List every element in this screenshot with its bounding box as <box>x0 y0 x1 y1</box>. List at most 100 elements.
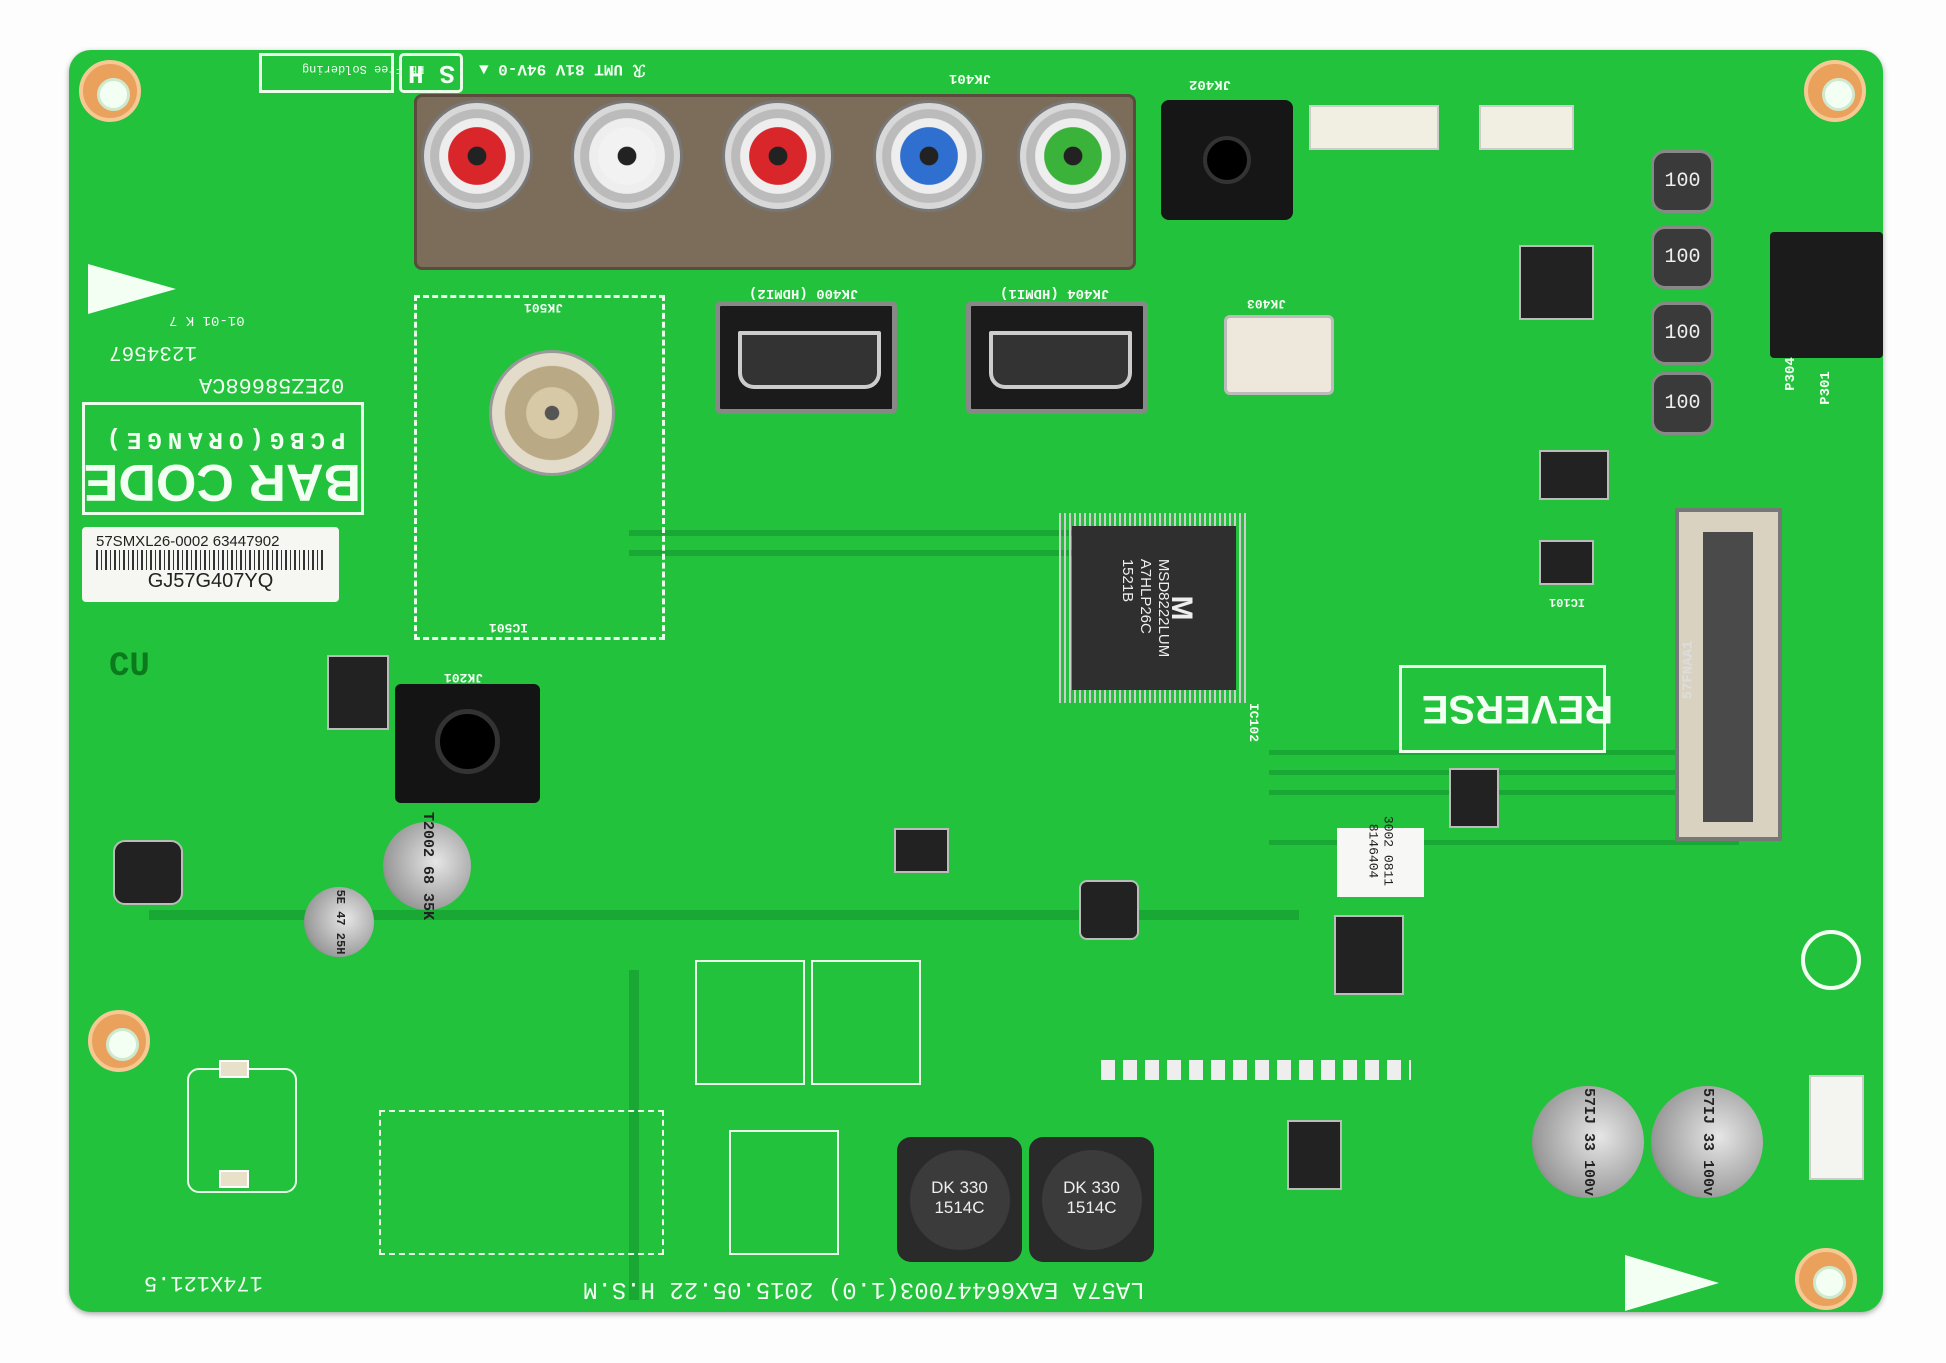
electrolytic-capacitor: T2002 68 35K <box>383 812 471 920</box>
diode <box>327 655 389 730</box>
hdmi-port-1[interactable] <box>966 301 1148 414</box>
usb-port[interactable] <box>1224 315 1334 395</box>
f-connector[interactable] <box>489 350 615 476</box>
headphone-jack[interactable] <box>1161 100 1293 220</box>
board-dimensions: 174X121.5 <box>144 1270 263 1295</box>
hdmi-port-2[interactable] <box>715 301 897 414</box>
inductor: 100 <box>1651 150 1714 213</box>
inductor <box>1079 880 1139 940</box>
ic-chip <box>1334 915 1404 995</box>
serial-sticker: 3002 0811 8146404 <box>1337 816 1424 897</box>
inductor: 100 <box>1651 226 1714 289</box>
bar-code-title: BAR CODE <box>83 453 361 511</box>
solder-pad <box>219 1060 249 1078</box>
bar-code-box: BAR CODE PCBG(ORANGE) <box>82 402 364 515</box>
ic501-label: IC501 <box>489 620 529 635</box>
rca-jack-red[interactable] <box>722 100 834 212</box>
sticker-line: 8146404 <box>1365 823 1381 879</box>
inductor <box>113 840 183 905</box>
board-id: LA57A EAX66447003(1.0) 2015.05.22 H.S.M <box>583 1275 1145 1302</box>
power-jack[interactable] <box>395 684 540 803</box>
barcode-bars <box>96 550 325 570</box>
hdmi2-label: JK400 (HDMI2) <box>749 285 859 301</box>
electrolytic-capacitor: 57IJ 33 100v <box>1651 1086 1763 1198</box>
trace <box>629 530 1129 536</box>
chip-line: A7HLP26C <box>1137 558 1154 634</box>
electrolytic-capacitor: 57IJ 33 100v <box>1532 1086 1644 1198</box>
mounting-hole <box>79 60 141 122</box>
tuner-area <box>414 295 665 640</box>
jk403-label: JK403 <box>1247 296 1287 311</box>
mstar-logo: M <box>1165 595 1198 621</box>
chip-line: 1521B <box>1119 558 1136 603</box>
ic102-label: IC102 <box>1246 702 1262 743</box>
mounting-hole <box>1795 1248 1857 1310</box>
mosfet <box>1287 1120 1342 1190</box>
trace <box>1269 770 1739 775</box>
rca-jack-green[interactable] <box>1017 100 1129 212</box>
barcode-text: 57SMXL26-0002 63447902 <box>96 533 280 550</box>
reverse-label: REVERSE <box>1422 687 1614 731</box>
jk201-label: JK201 <box>444 670 484 685</box>
arrow-icon <box>1625 1255 1719 1311</box>
sh-mark: S H <box>408 58 455 88</box>
bar-code-subtitle: PCBG(ORANGE) <box>100 425 346 452</box>
ic-chip <box>1539 450 1609 500</box>
jk402-label: JK402 <box>1189 76 1232 92</box>
cu-mark: CU <box>109 648 150 686</box>
pad-outline <box>729 1130 839 1255</box>
lg-logo <box>1801 930 1861 990</box>
rca-jack-white[interactable] <box>571 100 683 212</box>
arrow-icon <box>88 264 176 314</box>
lvds-ffc-connector[interactable]: 57FNAA1 <box>1675 508 1782 841</box>
reverse-box: REVERSE <box>1399 665 1613 753</box>
pad-outline <box>695 960 805 1085</box>
jk501-label: JK501 <box>524 300 564 315</box>
trace <box>629 550 1129 556</box>
ic101-label: IC101 <box>1549 595 1586 609</box>
ic-chip <box>1519 245 1594 320</box>
barcode-serial: GJ57G407YQ <box>147 570 274 592</box>
chip-line: MSD8222LUM <box>1155 558 1172 658</box>
barcode-label: 57SMXL26-0002 63447902 GJ57G407YQ <box>82 527 339 602</box>
chip-marking: M MSD8222LUM A7HLP26C 1521B <box>1118 558 1198 658</box>
inductor: 100 <box>1651 372 1714 435</box>
inductor: 100 <box>1651 302 1714 365</box>
sh-box: S H <box>399 53 463 93</box>
main-soc-chip: M MSD8222LUM A7HLP26C 1521B <box>1072 526 1236 690</box>
rca-jack-blue[interactable] <box>873 100 985 212</box>
pad-outline <box>811 960 921 1085</box>
p304-label: P304 <box>1782 357 1799 391</box>
voltage-regulator <box>1449 768 1499 828</box>
p301-label: P301 <box>1817 371 1834 405</box>
sticker-line: 3002 0811 <box>1380 815 1396 887</box>
pb-free-box: Pb Free Soldering <box>259 53 424 93</box>
serial-small: 1234567 <box>109 340 198 363</box>
ul-mark: ℛ UMT 81V 94V-0 ▲ <box>479 60 646 78</box>
electrolytic-capacitor: 5E 47 25H <box>304 887 374 957</box>
ic-chip <box>894 828 949 873</box>
rca-jack-red[interactable] <box>421 100 533 212</box>
hdmi1-label: JK404 (HDMI1) <box>1000 285 1110 301</box>
mounting-hole <box>1804 60 1866 122</box>
connector-header <box>1479 105 1574 150</box>
circuit-board: Pb Free Soldering S H ℛ UMT 81V 94V-0 ▲ … <box>69 50 1883 1312</box>
ic-chip <box>1539 540 1594 585</box>
date-code: 01-01 K 7 <box>169 312 245 328</box>
mounting-hole <box>88 1010 150 1072</box>
trace <box>1269 840 1739 845</box>
jk401-label: JK401 <box>949 70 992 86</box>
pad-outline <box>379 1110 664 1255</box>
connector-p304 <box>1770 232 1883 358</box>
trace <box>149 910 1299 920</box>
resistor-array <box>1101 1060 1411 1080</box>
trace <box>629 970 639 1300</box>
solder-pad <box>219 1170 249 1188</box>
connector-header <box>1309 105 1439 150</box>
trace <box>1269 790 1739 795</box>
power-connector[interactable] <box>1809 1075 1864 1180</box>
part-code: 02EZ58668CA <box>199 372 345 397</box>
ffc-label: 57FNAA1 <box>1680 640 1697 700</box>
